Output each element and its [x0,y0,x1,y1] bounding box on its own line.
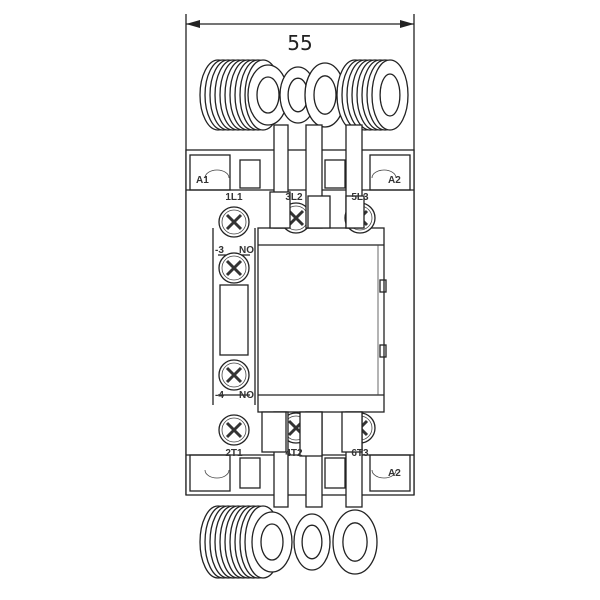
aux-top-type: NO [239,245,254,256]
aux-contact-block [212,228,256,405]
terminal-label-2t1: 2T1 [225,448,243,459]
screw-terminal-icon [218,359,250,391]
terminal-label-4t2: 4T2 [285,448,303,459]
wire-ring-lug-icon [371,59,409,131]
wire-ring-lug-icon [332,509,378,575]
terminal-label-3l2: 3L2 [285,192,303,203]
screw-terminal-icon [218,252,250,284]
dimension-arrow-icon [400,20,414,28]
wire-ring-lug-icon [304,62,346,128]
aux-top-number: -3 [215,245,224,256]
terminal-label-6t3: 6T3 [351,448,369,459]
screw-terminal-icon [218,206,250,238]
screw-terminal-icon [218,414,250,446]
dimension-arrow-icon [186,20,200,28]
terminal-wires [261,124,365,508]
coil-terminal-a1: A1 [196,175,209,186]
aux-bottom-type: NO [239,390,254,401]
terminal-label-1l1: 1L1 [225,192,243,203]
center-module [257,227,387,413]
coil-terminal-a2-top: A2 [388,175,401,186]
coil-terminal-a2-bottom: A2 [388,468,401,479]
bottom-wire-ring-lugs [199,505,378,579]
dimension-label: 55 [287,31,312,55]
terminal-label-5l3: 5L3 [351,192,369,203]
wire-ring-lug-icon [293,513,331,571]
aux-bottom-number: -4 [215,390,224,401]
top-wire-ring-lugs [199,59,409,131]
wire-ring-lug-icon [251,511,293,573]
